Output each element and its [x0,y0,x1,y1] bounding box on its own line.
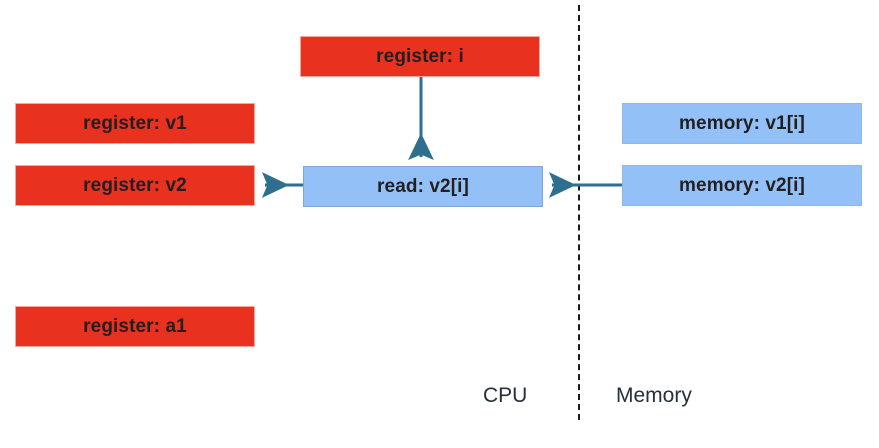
node-label: register: v2 [83,174,187,196]
node-register-i[interactable]: register: i [300,36,540,77]
node-read-v2i[interactable]: read: v2[i] [303,166,543,207]
node-memory-v1i[interactable]: memory: v1[i] [622,103,862,144]
node-label: register: a1 [83,315,187,337]
node-label: register: v1 [83,112,187,134]
node-label: read: v2[i] [377,175,469,197]
node-register-a1[interactable]: register: a1 [15,306,255,347]
node-register-v2[interactable]: register: v2 [15,165,255,206]
zone-label-memory: Memory [616,384,692,407]
zone-label-cpu: CPU [483,384,528,407]
node-register-v1[interactable]: register: v1 [15,103,255,144]
node-memory-v2i[interactable]: memory: v2[i] [622,165,862,206]
node-label: register: i [376,45,464,67]
cpu-memory-divider [578,5,580,420]
node-label: memory: v2[i] [679,174,805,196]
node-label: memory: v1[i] [679,112,805,134]
